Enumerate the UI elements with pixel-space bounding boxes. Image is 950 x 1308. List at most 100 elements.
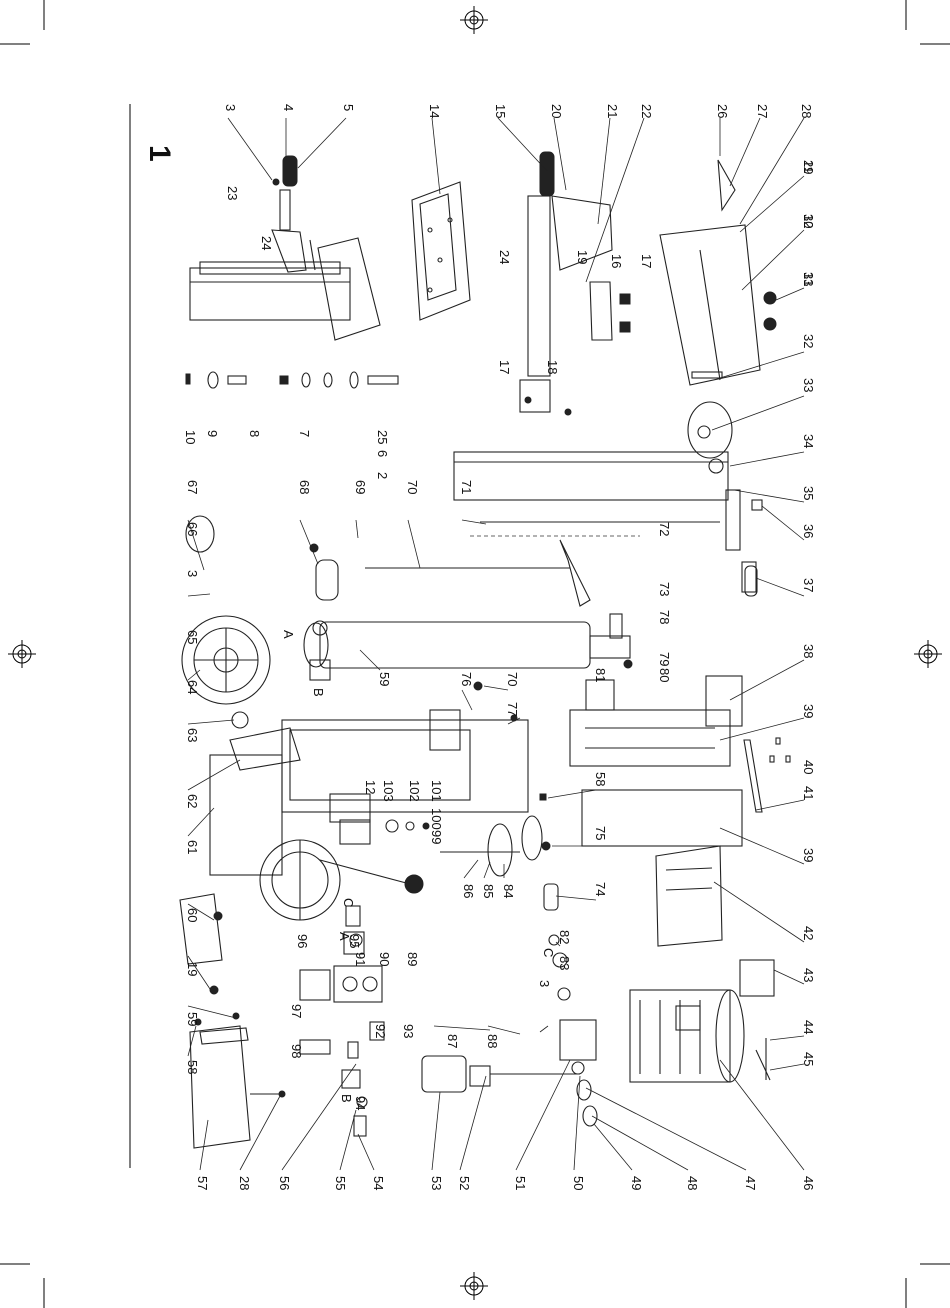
- motor-46: [629, 959, 775, 1083]
- part-label: 50: [571, 1176, 586, 1190]
- leader-lines: [187, 117, 805, 1171]
- part-label: 6: [375, 450, 390, 457]
- bracket-60-61: [179, 893, 223, 995]
- registration-mark-right: [914, 640, 942, 668]
- part-label: 35: [801, 486, 816, 500]
- part-label: 22: [639, 104, 654, 118]
- part-label: 24: [259, 236, 274, 250]
- part-label: 94: [353, 1096, 368, 1110]
- side-letter: A: [281, 630, 296, 639]
- part-label: 47: [743, 1176, 758, 1190]
- part-label: 90: [377, 952, 392, 966]
- part-label: 28: [799, 104, 814, 118]
- part-label: 97: [289, 1004, 304, 1018]
- part-label: 29: [801, 160, 816, 174]
- part-label: 3: [185, 570, 200, 577]
- part-label: 95: [347, 934, 362, 948]
- part-label: 8: [247, 430, 262, 437]
- part-label: 69: [353, 480, 368, 494]
- part-label: 100: [429, 808, 444, 830]
- part-label: 19: [575, 250, 590, 264]
- part-label: 30: [801, 214, 816, 228]
- fittings: [299, 905, 385, 1137]
- part-label: 101: [429, 780, 444, 802]
- part-label: 45: [801, 1052, 816, 1066]
- pump-assembly: [421, 1019, 598, 1127]
- registration-mark-left: [8, 640, 36, 668]
- part-label: 44: [801, 1020, 816, 1034]
- part-label: 64: [185, 680, 200, 694]
- part-label: 11: [801, 160, 816, 174]
- part-label: 80: [657, 668, 672, 682]
- part-label: 58: [593, 772, 608, 786]
- part-label: 49: [629, 1176, 644, 1190]
- part-label: 73: [657, 582, 672, 596]
- part-label: 51: [513, 1176, 528, 1190]
- part-label: 83: [557, 956, 572, 970]
- part-label: 54: [371, 1176, 386, 1190]
- part-label: 91: [353, 952, 368, 966]
- part-label: 17: [497, 360, 512, 374]
- part-label: 81: [593, 668, 608, 682]
- part-label: 10: [183, 430, 198, 444]
- part-label: 75: [593, 826, 608, 840]
- foot-88-91: [440, 815, 543, 877]
- part-label: 40: [801, 760, 816, 774]
- part-label: 3: [223, 104, 238, 111]
- part-label: 55: [333, 1176, 348, 1190]
- part-label: 14: [427, 104, 442, 118]
- part-label: 77: [505, 702, 520, 716]
- main-body: [209, 719, 529, 921]
- part-label: 93: [401, 1024, 416, 1038]
- part-label: 5: [341, 104, 356, 111]
- part-label: 57: [195, 1176, 210, 1190]
- part-label: 71: [459, 480, 474, 494]
- part-label: 39: [801, 704, 816, 718]
- part-label: 20: [549, 104, 564, 118]
- part-label: 38: [801, 644, 816, 658]
- part-label: 70: [505, 672, 520, 686]
- part-label: 34: [801, 434, 816, 448]
- plate-77: [585, 679, 615, 711]
- part-label: 32: [801, 334, 816, 348]
- part-label: 31: [801, 272, 816, 286]
- part-label: 12: [363, 780, 378, 794]
- part-label: 48: [685, 1176, 700, 1190]
- part-label: 15: [493, 104, 508, 118]
- part-label: 24: [497, 250, 512, 264]
- part-label: 23: [225, 186, 240, 200]
- part-label: 76: [459, 672, 474, 686]
- part-label: 79: [657, 652, 672, 666]
- part-label: 59: [377, 672, 392, 686]
- part-label: 59: [185, 1012, 200, 1026]
- side-letter: C: [341, 898, 356, 907]
- part-label: 39: [801, 848, 816, 862]
- side-plates: [569, 675, 763, 947]
- part-label: 42: [801, 926, 816, 940]
- part-label: 7: [297, 430, 312, 437]
- part-label: 85: [481, 884, 496, 898]
- part-label: 36: [801, 524, 816, 538]
- part-label: 4: [281, 104, 296, 111]
- side-letter: A: [337, 932, 352, 941]
- bracket-23-25: [589, 281, 631, 341]
- handle-assembly: [271, 155, 307, 273]
- stand-frame: [189, 237, 381, 341]
- side-letter: C: [541, 948, 556, 957]
- valve-block: [299, 859, 424, 1003]
- part-label: 9: [205, 430, 220, 437]
- side-letter: B: [339, 1094, 354, 1103]
- part-label: 66: [185, 522, 200, 536]
- registration-mark-bottom: [460, 1272, 488, 1300]
- part-label: 19: [185, 962, 200, 976]
- part-label: 21: [605, 104, 620, 118]
- part-label: 65: [185, 630, 200, 644]
- part-label: 89: [405, 952, 420, 966]
- part-label: 62: [185, 794, 200, 808]
- part-label: 96: [295, 934, 310, 948]
- part-label: 27: [755, 104, 770, 118]
- part-label: 3: [537, 980, 552, 987]
- drawing-parts: [179, 151, 791, 1149]
